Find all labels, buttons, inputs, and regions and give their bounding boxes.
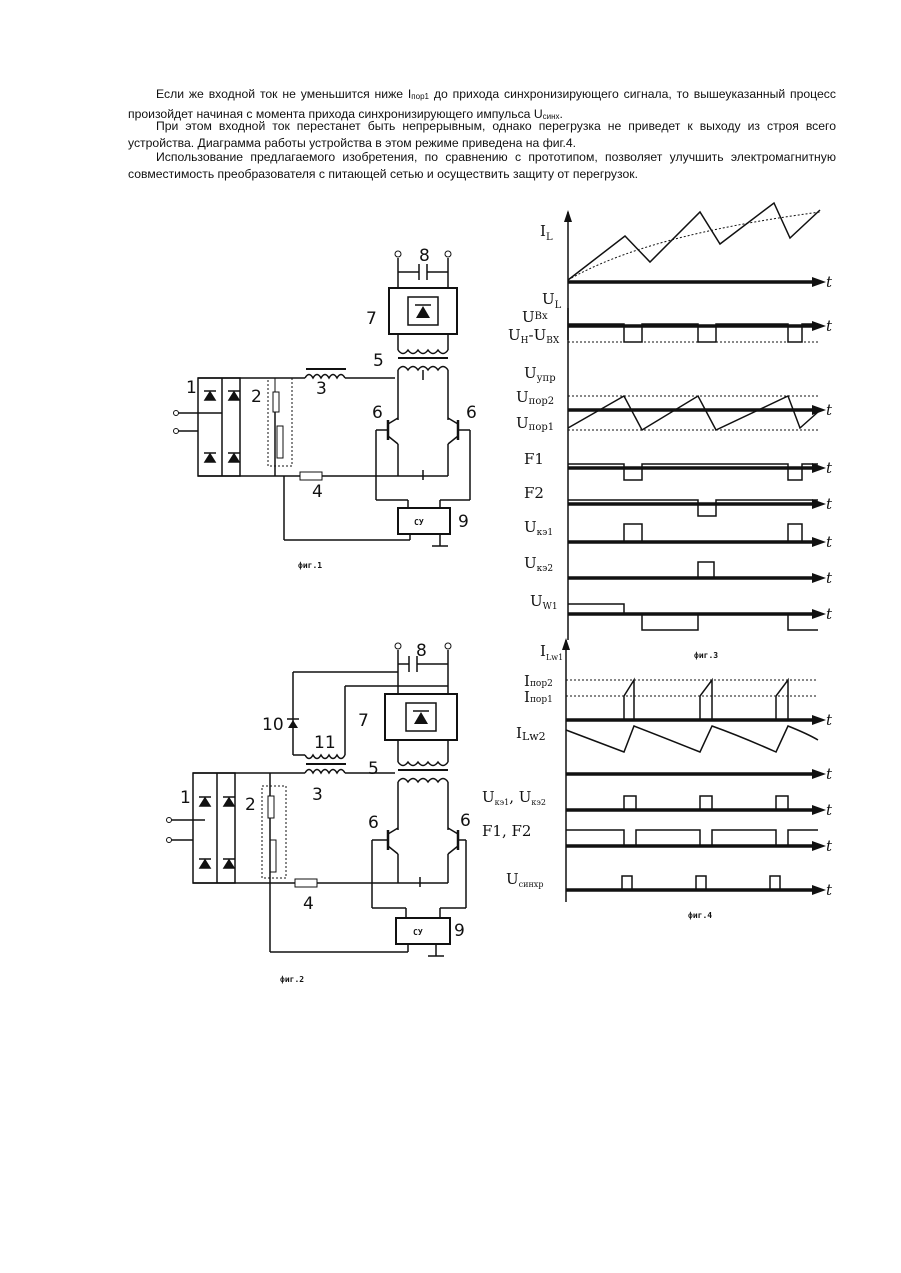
fig1-label-8: 8 — [419, 246, 430, 266]
fig4-label-Ipor1: Iпор1 — [524, 688, 553, 706]
fig4-t-4: t — [826, 837, 833, 855]
fig3-t-2: t — [826, 317, 833, 335]
fig3-t-1: t — [826, 273, 833, 291]
fig4-t-5: t — [826, 881, 833, 899]
fig3-label-Uke1: Uкэ1 — [524, 518, 553, 538]
fig4-label-ILw2: ILw2 — [516, 724, 546, 743]
fig3-label-Uupr: Uупр — [524, 364, 556, 384]
fig4-t-1: t — [826, 711, 833, 729]
fig1-label-6b: 6 — [466, 403, 477, 423]
fig2-label-9: 9 — [454, 921, 465, 941]
fig1-caption: фиг.1 — [298, 561, 322, 570]
fig2-label-4: 4 — [303, 894, 314, 914]
fig2-label-8: 8 — [416, 641, 427, 661]
fig3-label-F2: F2 — [524, 484, 544, 502]
fig2-label-6a: 6 — [368, 813, 379, 833]
fig2-caption: фиг.2 — [280, 975, 304, 984]
fig4-diagram — [562, 638, 826, 902]
fig3-label-Un-Ubx: UH-UBX — [508, 326, 560, 346]
fig3-t-8: t — [826, 605, 833, 623]
fig1-cu-label: СУ — [414, 518, 424, 527]
fig3-label-Ubx: UBx — [522, 308, 548, 326]
fig4-label-ILw1: ILw1 — [540, 642, 563, 662]
fig3-t-6: t — [826, 533, 833, 551]
fig4-label-Uke: Uкэ1, Uкэ2 — [482, 788, 546, 807]
fig2-label-3: 3 — [312, 785, 323, 805]
fig4-label-Usinh: Uсинхр — [506, 870, 543, 889]
fig2-cu-label: СУ — [413, 928, 423, 937]
fig3-diagram — [564, 203, 826, 640]
fig3-label-Uke2: Uкэ2 — [524, 554, 553, 574]
fig4-t-3: t — [826, 801, 833, 819]
fig2-label-1: 1 — [180, 788, 191, 808]
fig1-label-7: 7 — [366, 309, 377, 329]
fig1-label-9: 9 — [458, 512, 469, 532]
fig3-label-F1: F1 — [524, 450, 544, 468]
fig2-label-7: 7 — [358, 711, 369, 731]
fig3-label-UL: UL — [542, 290, 562, 311]
fig3-label-Uw1: UW1 — [530, 592, 558, 612]
fig2-label-11: 11 — [314, 733, 336, 753]
fig3-label-Upor1: Uпор1 — [516, 414, 554, 433]
fig3-label-IL: IL — [540, 222, 553, 243]
fig2-label-5: 5 — [368, 759, 379, 779]
fig3-caption: фиг.3 — [694, 651, 718, 660]
fig3-t-7: t — [826, 569, 833, 587]
fig1-label-2: 2 — [251, 387, 262, 407]
fig1-label-4: 4 — [312, 482, 323, 502]
fig1-label-3: 3 — [316, 379, 327, 399]
fig2-label-10: 10 — [262, 715, 284, 735]
fig3-t-3: t — [826, 401, 833, 419]
fig2-label-2: 2 — [245, 795, 256, 815]
fig2-label-6b: 6 — [460, 811, 471, 831]
fig3-t-5: t — [826, 495, 833, 513]
fig1-label-5: 5 — [373, 351, 384, 371]
fig1-label-6a: 6 — [372, 403, 383, 423]
fig3-t-4: t — [826, 459, 833, 477]
fig3-label-Upor2: Uпор2 — [516, 388, 554, 407]
fig4-caption: фиг.4 — [688, 911, 712, 920]
fig1-label-1: 1 — [186, 378, 197, 398]
fig4-t-2: t — [826, 765, 833, 783]
fig4-label-F1F2: F1, F2 — [482, 822, 531, 840]
